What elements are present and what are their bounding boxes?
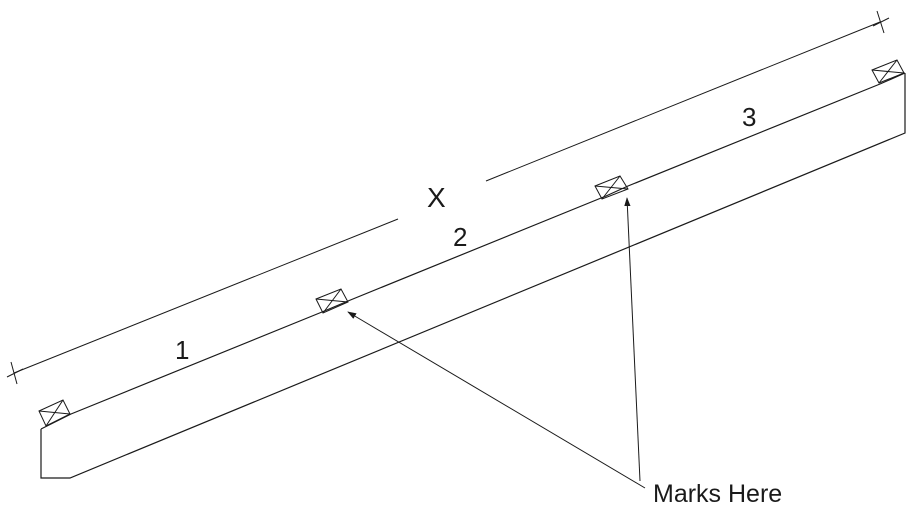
dimension-line-left bbox=[13, 218, 399, 374]
mark-box-4 bbox=[871, 59, 905, 84]
board-outline bbox=[40, 72, 906, 479]
board-bottom-and-end bbox=[40, 73, 906, 479]
mark-box-3 bbox=[594, 175, 629, 200]
mark-box-1 bbox=[38, 399, 71, 427]
dimension-line-right bbox=[485, 21, 881, 182]
callout-label: Marks Here bbox=[653, 480, 782, 508]
segment-label-2: 2 bbox=[453, 222, 467, 252]
dimension-tick-right bbox=[872, 10, 890, 34]
dimension-tick-left bbox=[6, 361, 24, 385]
dimension-line bbox=[6, 10, 890, 385]
callout-arrow-to-mark-2 bbox=[347, 311, 646, 489]
segment-label-3: 3 bbox=[742, 102, 756, 132]
dimension-label: X bbox=[427, 182, 446, 213]
board-top-edge bbox=[40, 72, 906, 430]
mark-box-2 bbox=[315, 288, 349, 314]
segment-label-1: 1 bbox=[175, 335, 189, 365]
callout-arrow-to-mark-3 bbox=[624, 197, 641, 482]
